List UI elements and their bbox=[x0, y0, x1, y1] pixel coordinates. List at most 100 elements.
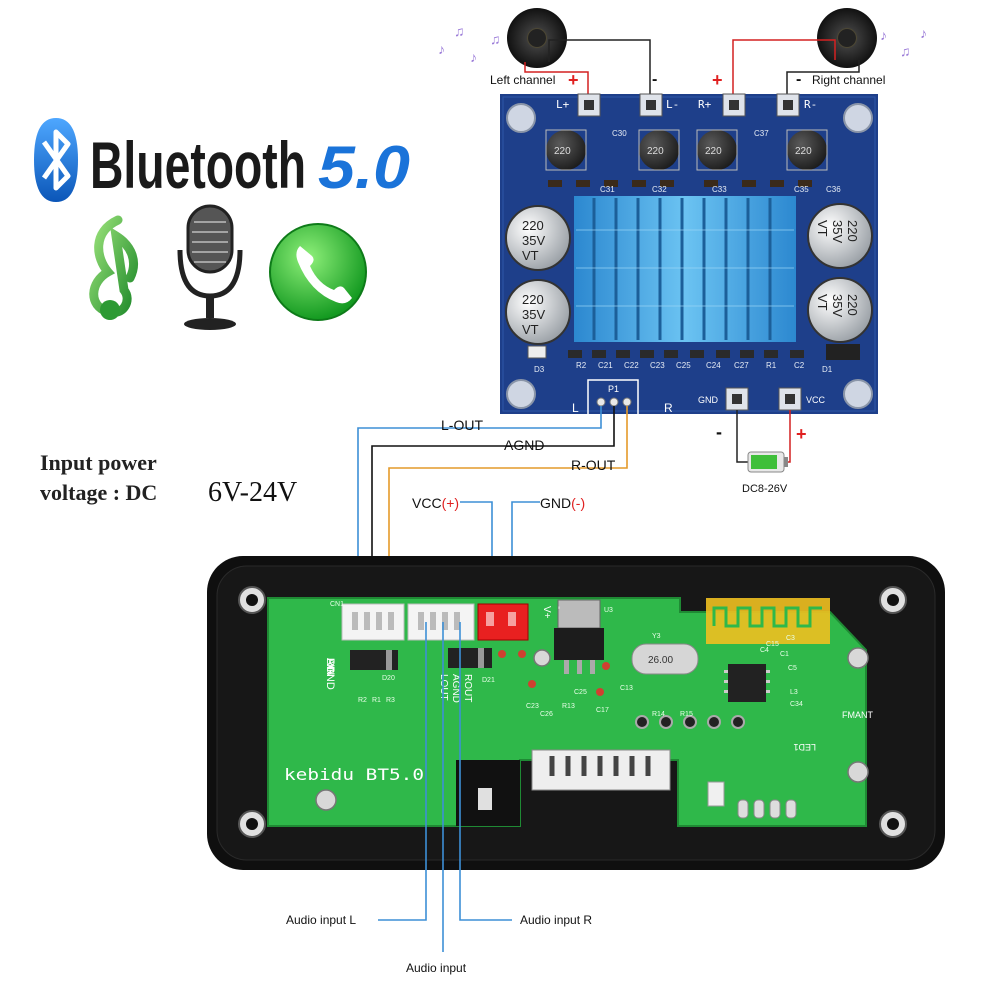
crystal-label: 26.00 bbox=[648, 655, 673, 666]
amp-part-label: C21 bbox=[598, 361, 613, 370]
decoder-part-label: D21 bbox=[482, 677, 495, 684]
decoder-part-label: C23 bbox=[526, 703, 539, 710]
led bbox=[707, 781, 725, 807]
svg-text:♪: ♪ bbox=[880, 27, 887, 43]
decoder-part-label: R15 bbox=[680, 711, 693, 718]
decoder-part-label: R1 bbox=[372, 697, 381, 704]
label-vplus: V+ bbox=[541, 606, 552, 619]
amp-part-label: C27 bbox=[734, 361, 749, 370]
decoder-part-label: L3 bbox=[790, 689, 798, 696]
decoder-part-label: C34 bbox=[790, 701, 803, 708]
gnd-label: GND bbox=[698, 395, 719, 405]
cap-label: 220 bbox=[522, 218, 544, 233]
heatsink bbox=[574, 196, 796, 342]
decoder-part-label: Y3 bbox=[652, 633, 661, 640]
power-line-2: voltage : DC bbox=[40, 480, 157, 505]
cap-label: VT bbox=[522, 322, 539, 337]
microphone-icon bbox=[177, 204, 243, 330]
label-rout: ROUT bbox=[462, 674, 473, 702]
left-speaker: ♪ ♫ ♪ ♫ bbox=[438, 8, 567, 68]
label-vminus: - bbox=[553, 606, 564, 609]
right-minus-sign: - bbox=[796, 71, 801, 88]
battery-label: DC8-26V bbox=[742, 483, 788, 495]
speaker-icon bbox=[507, 8, 567, 68]
decoder-module: 26.00 bbox=[207, 556, 945, 870]
battery: - + DC8-26V bbox=[716, 410, 807, 495]
right-speaker: ♪♫♪ bbox=[817, 8, 927, 68]
power-connector bbox=[477, 603, 529, 641]
p1-label: P1 bbox=[608, 384, 619, 394]
bluetooth-rune bbox=[41, 129, 71, 191]
speaker-terminals bbox=[577, 93, 800, 117]
audio-input-r-label: Audio input R bbox=[520, 913, 592, 927]
audio-input-l-label: Audio input L bbox=[286, 913, 356, 927]
label-lin: LIN bbox=[324, 658, 336, 675]
svg-text:♪: ♪ bbox=[438, 41, 445, 57]
decoder-part-label: C17 bbox=[596, 707, 609, 714]
label-agnd: AGND bbox=[324, 658, 336, 690]
amp-input-connector bbox=[587, 379, 639, 417]
audio-input-connector bbox=[407, 603, 475, 641]
decoder-part-label: C3 bbox=[786, 635, 795, 642]
bluetooth-logo: Bluetooth 5.0 bbox=[34, 118, 410, 202]
svg-text:♫: ♫ bbox=[454, 23, 465, 39]
label-led1: LED1 bbox=[793, 742, 816, 752]
l-label: L bbox=[572, 401, 579, 415]
cap-label: 220 bbox=[845, 220, 860, 242]
left-minus-sign: - bbox=[652, 71, 657, 88]
label-fmant: FMANT bbox=[842, 710, 873, 720]
bluetooth-word: Bluetooth bbox=[90, 128, 306, 202]
amp-part-label: C23 bbox=[650, 361, 665, 370]
label-rin: RIN bbox=[324, 658, 336, 677]
cap-label: 220 bbox=[795, 146, 812, 157]
speaker-icon bbox=[817, 8, 877, 68]
decoder-part-label: C1 bbox=[780, 651, 789, 658]
music-notes-right: ♪♫♪ bbox=[880, 25, 927, 59]
crystal bbox=[631, 643, 699, 675]
regulator bbox=[557, 599, 601, 629]
decoder-part-label: CN1 bbox=[330, 601, 344, 608]
right-channel-label: Right channel bbox=[812, 73, 885, 87]
svg-text:♫: ♫ bbox=[490, 31, 501, 47]
right-plus-sign: + bbox=[712, 70, 723, 90]
amp-part-label: R1 bbox=[766, 361, 777, 370]
decoder-part-label: C26 bbox=[540, 711, 553, 718]
battery-minus: - bbox=[716, 422, 722, 442]
decoder-part-label: C13 bbox=[620, 685, 633, 692]
cap-label: 35V bbox=[830, 220, 845, 243]
music-note-icon bbox=[89, 215, 138, 320]
term-rm: R- bbox=[804, 98, 817, 111]
left-channel-label: Left channel bbox=[490, 73, 555, 87]
battery-plus: + bbox=[796, 424, 807, 444]
vcc-label: VCC bbox=[806, 395, 826, 405]
amp-part-label: C2 bbox=[794, 361, 805, 370]
svg-text:♫: ♫ bbox=[900, 43, 911, 59]
diode-d21 bbox=[448, 648, 492, 668]
amp-part-label: C33 bbox=[712, 185, 727, 194]
cap-label: 220 bbox=[705, 146, 722, 157]
output-connector bbox=[341, 603, 405, 641]
amp-part-label: C35 bbox=[794, 185, 809, 194]
bt-chip bbox=[728, 664, 766, 702]
decoder-part-label: R14 bbox=[652, 711, 665, 718]
amp-part-label: C37 bbox=[754, 129, 769, 138]
audio-input-wires bbox=[378, 622, 512, 952]
cap-label: VT bbox=[815, 220, 830, 237]
decoder-brand: kebidu BT5.0 bbox=[284, 765, 424, 784]
amp-part-label: C31 bbox=[600, 185, 615, 194]
cap-label: VT bbox=[815, 294, 830, 311]
decoder-part-label: R13 bbox=[562, 703, 575, 710]
decoder-part-label: R3 bbox=[386, 697, 395, 704]
term-rp: R+ bbox=[698, 98, 712, 111]
amp-part-label: D3 bbox=[534, 365, 545, 374]
r-out-label: R-OUT bbox=[571, 457, 616, 473]
bluetooth-version: 5.0 bbox=[318, 134, 410, 201]
amp-part-label: C22 bbox=[624, 361, 639, 370]
svg-text:♪: ♪ bbox=[470, 49, 477, 65]
r-label: R bbox=[664, 401, 673, 415]
speaker-wires bbox=[524, 39, 860, 102]
cap-label: 220 bbox=[647, 146, 664, 157]
l-out-label: L-OUT bbox=[441, 417, 483, 433]
cap-label: 220 bbox=[554, 146, 571, 157]
